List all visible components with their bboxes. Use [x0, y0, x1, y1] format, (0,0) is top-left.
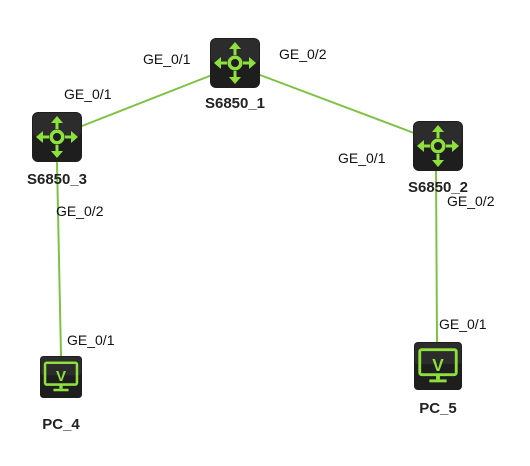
link-s6850-1-s6850-2[interactable] [259, 74, 415, 134]
link-s6850-1-s6850-3[interactable] [81, 74, 213, 127]
node-label-s6850-2: S6850_2 [408, 179, 468, 196]
port-label-s6850-2-ge-0-2: GE_0/2 [447, 193, 495, 209]
link-s6850-2-pc-5[interactable] [435, 169, 438, 343]
link-s6850-3-pc-4[interactable] [56, 162, 62, 357]
node-s6850-1[interactable]: S6850_1 [205, 38, 265, 112]
node-label-s6850-1: S6850_1 [205, 95, 265, 112]
node-s6850-2[interactable]: S6850_2 [408, 121, 468, 196]
switch-icon[interactable] [413, 121, 463, 171]
port-label-s6850-2-ge-0-1: GE_0/1 [338, 150, 386, 166]
node-label-s6850-3: S6850_3 [27, 171, 87, 188]
port-label-pc-5-ge-0-1: GE_0/1 [439, 316, 487, 332]
switch-icon[interactable] [32, 112, 82, 162]
switch-icon[interactable] [210, 38, 260, 88]
node-s6850-3[interactable]: S6850_3 [27, 112, 87, 188]
port-label-s6850-1-ge-0-1: GE_0/1 [143, 51, 191, 67]
monitor-icon[interactable] [413, 342, 463, 390]
port-label-s6850-3-ge-0-2: GE_0/2 [56, 203, 104, 219]
port-label-s6850-1-ge-0-2: GE_0/2 [279, 46, 327, 62]
monitor-icon[interactable] [38, 356, 84, 398]
port-label-pc-4-ge-0-1: GE_0/1 [67, 332, 115, 348]
node-pc-5[interactable]: PC_5 [413, 342, 463, 417]
port-label-s6850-3-ge-0-1: GE_0/1 [64, 86, 112, 102]
node-label-pc-4: PC_4 [42, 416, 80, 433]
node-pc-4[interactable]: PC_4 [38, 356, 84, 433]
node-label-pc-5: PC_5 [419, 400, 457, 417]
